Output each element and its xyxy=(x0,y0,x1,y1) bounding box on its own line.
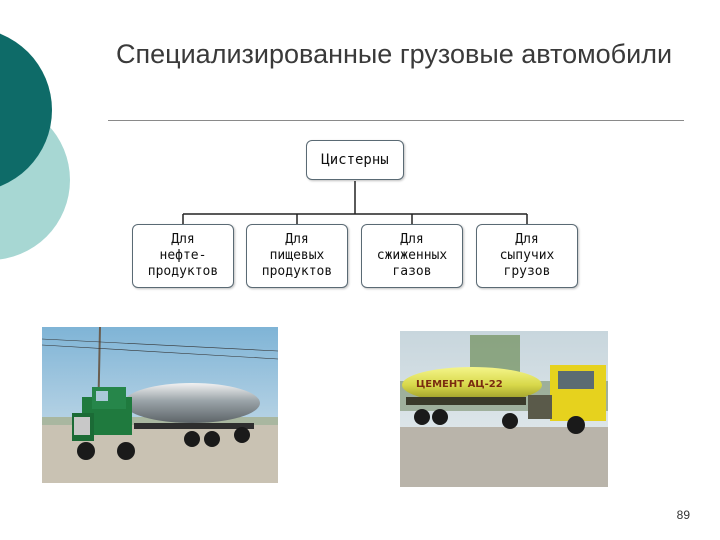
decorative-circles xyxy=(0,33,70,260)
diagram-root-box: Цистерны xyxy=(306,140,404,180)
page-number: 89 xyxy=(676,508,690,522)
diagram-leaf-food-products: Для пищевых продуктов xyxy=(246,224,348,288)
diagram-leaf-oil-products: Для нефте- продуктов xyxy=(132,224,234,288)
title-divider xyxy=(108,120,684,121)
dark-circle xyxy=(0,33,52,187)
cement-lettering: ЦЕМЕНТ АЦ-22 xyxy=(416,379,503,390)
diagram-leaf-bulk-cargo: Для сыпучих грузов xyxy=(476,224,578,288)
photo-cement-tanker-truck: ЦЕМЕНТ АЦ-22 xyxy=(400,331,608,487)
diagram-leaf-liquefied-gases: Для сжиженных газов xyxy=(361,224,463,288)
slide-title: Специализированные грузовые автомобили xyxy=(116,39,673,69)
photo-fuel-tanker-truck xyxy=(42,327,278,483)
